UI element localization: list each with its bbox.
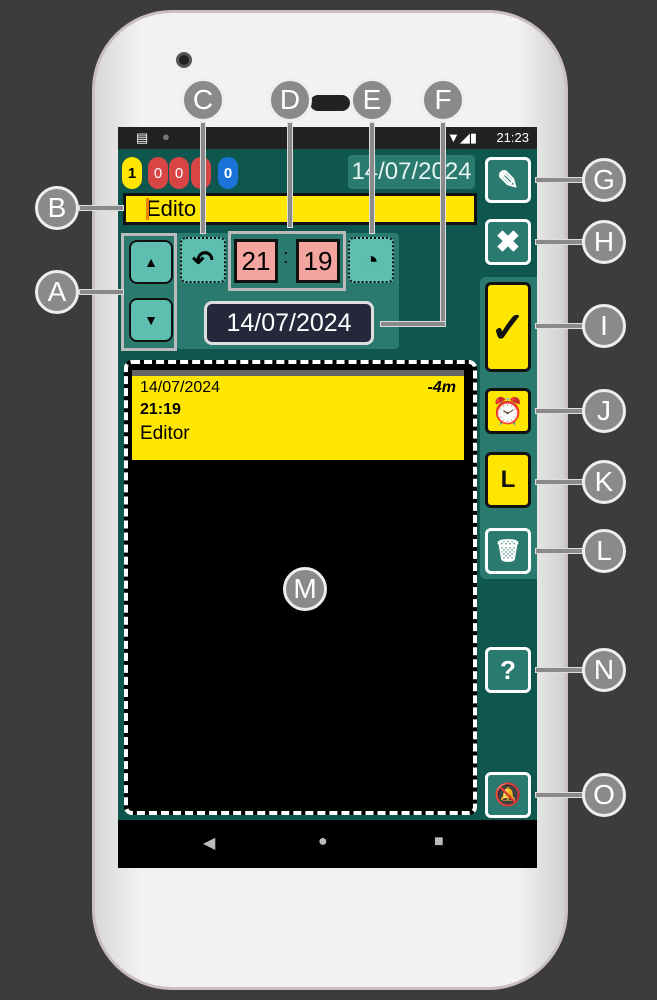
edit-button[interactable]: ✎ xyxy=(485,157,531,203)
delete-button[interactable]: 🗑 xyxy=(485,528,531,574)
label-button[interactable]: L xyxy=(485,452,531,508)
callout-b: B xyxy=(35,186,79,230)
down-arrow-button[interactable]: ▼ xyxy=(129,298,173,342)
item-name: Editor xyxy=(140,423,190,444)
clock-plus-icon: ◔ xyxy=(363,244,379,275)
name-input[interactable]: Edito xyxy=(123,193,477,225)
callout-c: C xyxy=(181,78,225,122)
callout-g: G xyxy=(582,158,626,202)
pencil-icon: ✎ xyxy=(497,164,519,195)
triangle-up-icon: ▲ xyxy=(144,254,158,270)
item-time: 21:19 xyxy=(140,401,181,418)
text-cursor xyxy=(146,198,149,220)
callout-h: H xyxy=(582,220,626,264)
add-time-button[interactable]: ◔ xyxy=(348,237,394,283)
count-badge-red[interactable]: 0 xyxy=(148,157,168,189)
recents-icon[interactable]: ■ xyxy=(434,833,444,850)
app-screen: ▤ ● ▼◢▮ 21:23 1 0 0 0 14/07/2024 Edito ▲… xyxy=(118,127,537,868)
close-icon: ✖ xyxy=(495,225,521,259)
label-l: L xyxy=(500,466,516,493)
speaker xyxy=(310,95,350,111)
entry-list[interactable]: 14/07/2024 -4m 21:19 Editor xyxy=(124,360,477,815)
time-editor: 21 : 19 xyxy=(228,231,346,291)
back-icon[interactable]: ◀ xyxy=(203,835,216,852)
item-date: 14/07/2024 xyxy=(140,379,221,396)
camera xyxy=(176,52,192,68)
count-badge-yellow[interactable]: 1 xyxy=(122,157,142,189)
callout-e: E xyxy=(350,78,394,122)
clock: 21:23 xyxy=(496,130,529,145)
callout-k: K xyxy=(582,460,626,504)
close-button[interactable]: ✖ xyxy=(485,219,531,265)
count-badge-red[interactable]: 0 xyxy=(169,157,189,189)
callout-o: O xyxy=(582,773,626,817)
callout-f: F xyxy=(421,78,465,122)
check-icon: ✓ xyxy=(490,303,526,351)
callout-n: N xyxy=(582,648,626,692)
date-button[interactable]: 14/07/2024 xyxy=(204,301,374,345)
mute-button[interactable]: 🔕 xyxy=(485,772,531,818)
callout-m: M xyxy=(283,567,327,611)
undo-icon: ↶ xyxy=(192,244,214,275)
home-icon[interactable]: ● xyxy=(318,833,328,850)
undo-button[interactable]: ↶ xyxy=(180,237,226,283)
up-arrow-button[interactable]: ▲ xyxy=(129,240,173,284)
signal-battery-icon: ▼◢▮ xyxy=(446,130,477,145)
callout-l: L xyxy=(582,529,626,573)
trash-icon: 🗑 xyxy=(494,538,522,563)
help-button[interactable]: ? xyxy=(485,647,531,693)
list-item[interactable]: 14/07/2024 -4m 21:19 Editor xyxy=(132,370,464,460)
item-relative-time: -4m xyxy=(427,379,456,396)
callout-i: I xyxy=(582,304,626,348)
minute-field[interactable]: 19 xyxy=(296,239,340,283)
confirm-button[interactable]: ✓ xyxy=(485,282,531,372)
navigation-bar: ◀ ● ■ xyxy=(118,820,537,868)
hour-field[interactable]: 21 xyxy=(234,239,278,283)
alarm-off-icon: ⏰ xyxy=(491,395,525,426)
help-icon: ? xyxy=(500,654,516,685)
name-input-value: Edito xyxy=(146,196,197,221)
notification-icon: ▤ xyxy=(136,130,149,145)
bell-off-icon: 🔕 xyxy=(494,782,522,807)
triangle-down-icon: ▼ xyxy=(144,312,158,328)
arrow-group: ▲ ▼ xyxy=(121,233,177,351)
callout-a: A xyxy=(35,270,79,314)
alarm-off-button[interactable]: ⏰ xyxy=(485,388,531,434)
status-bar: ▤ ● ▼◢▮ 21:23 xyxy=(118,127,537,149)
time-separator: : xyxy=(283,246,289,268)
header-date: 14/07/2024 xyxy=(348,155,475,189)
callout-d: D xyxy=(268,78,312,122)
callout-j: J xyxy=(582,389,626,433)
count-badge-blue[interactable]: 0 xyxy=(218,157,238,189)
record-icon: ● xyxy=(162,129,170,144)
